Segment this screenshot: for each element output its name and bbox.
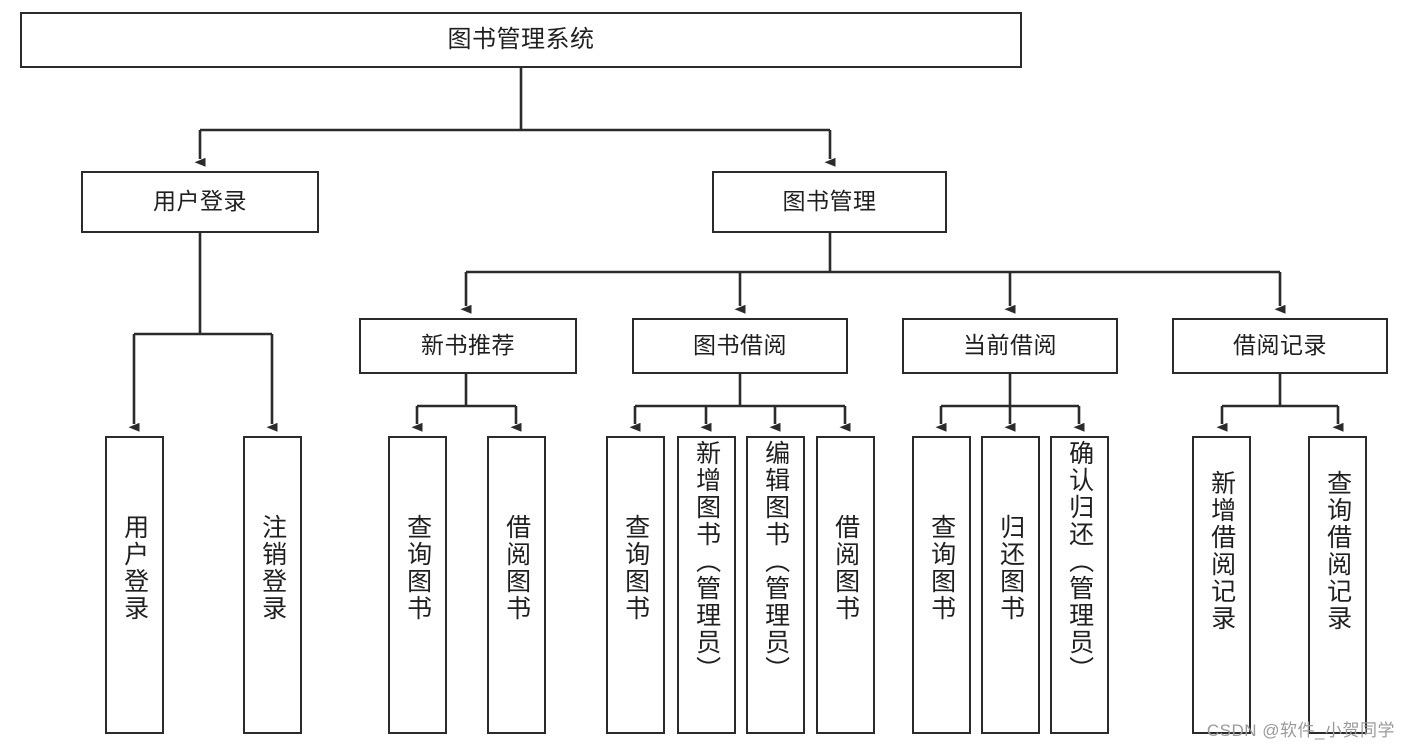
node-label: 新书推荐 [421, 332, 515, 359]
node-label: 归还图书 [996, 514, 1025, 622]
node-borrow-record[interactable]: 借阅记录 [1172, 318, 1388, 374]
watermark-text: CSDN @软件_小贺同学 [1206, 721, 1395, 740]
leaf-query-book-recommend[interactable]: 查询图书 [388, 436, 447, 734]
node-label: 编辑图书（管理员） [761, 440, 790, 683]
node-book-management[interactable]: 图书管理 [712, 171, 947, 233]
node-label: 图书借阅 [693, 332, 787, 359]
leaf-edit-book-admin[interactable]: 编辑图书（管理员） [746, 436, 805, 734]
node-label: 图书管理系统 [447, 25, 595, 53]
node-label: 当前借阅 [963, 332, 1057, 359]
leaf-return-book[interactable]: 归还图书 [981, 436, 1040, 734]
node-user-login[interactable]: 用户登录 [81, 171, 319, 233]
leaf-borrow-book-recommend[interactable]: 借阅图书 [487, 436, 546, 734]
node-label: 确认归还（管理员） [1065, 440, 1094, 683]
node-label: 注销登录 [258, 514, 287, 622]
node-label: 查询图书 [403, 514, 432, 622]
leaf-query-book-borrow[interactable]: 查询图书 [606, 436, 665, 734]
node-label: 借阅记录 [1233, 332, 1327, 359]
leaf-add-book-admin[interactable]: 新增图书（管理员） [677, 436, 736, 734]
node-label: 图书管理 [782, 188, 877, 215]
node-label: 新增图书（管理员） [692, 440, 721, 683]
leaf-confirm-return-admin[interactable]: 确认归还（管理员） [1050, 436, 1109, 734]
leaf-add-borrow-record[interactable]: 新增借阅记录 [1192, 436, 1251, 734]
node-label: 用户登录 [153, 188, 247, 215]
node-label: 查询图书 [621, 514, 650, 622]
node-label: 查询借阅记录 [1323, 470, 1352, 632]
node-label: 借阅图书 [502, 514, 531, 622]
node-book-borrow[interactable]: 图书借阅 [632, 318, 848, 374]
leaf-user-login[interactable]: 用户登录 [105, 436, 164, 734]
leaf-query-book-current[interactable]: 查询图书 [912, 436, 971, 734]
node-new-book-recommend[interactable]: 新书推荐 [359, 318, 577, 374]
node-label: 借阅图书 [831, 514, 860, 622]
node-current-borrow[interactable]: 当前借阅 [902, 318, 1118, 374]
node-label: 用户登录 [120, 514, 149, 622]
node-label: 新增借阅记录 [1207, 470, 1236, 632]
node-book-management-system[interactable]: 图书管理系统 [20, 12, 1022, 68]
node-label: 查询图书 [927, 514, 956, 622]
leaf-logout-login[interactable]: 注销登录 [243, 436, 302, 734]
leaf-query-borrow-record[interactable]: 查询借阅记录 [1308, 436, 1367, 734]
leaf-borrow-book[interactable]: 借阅图书 [816, 436, 875, 734]
